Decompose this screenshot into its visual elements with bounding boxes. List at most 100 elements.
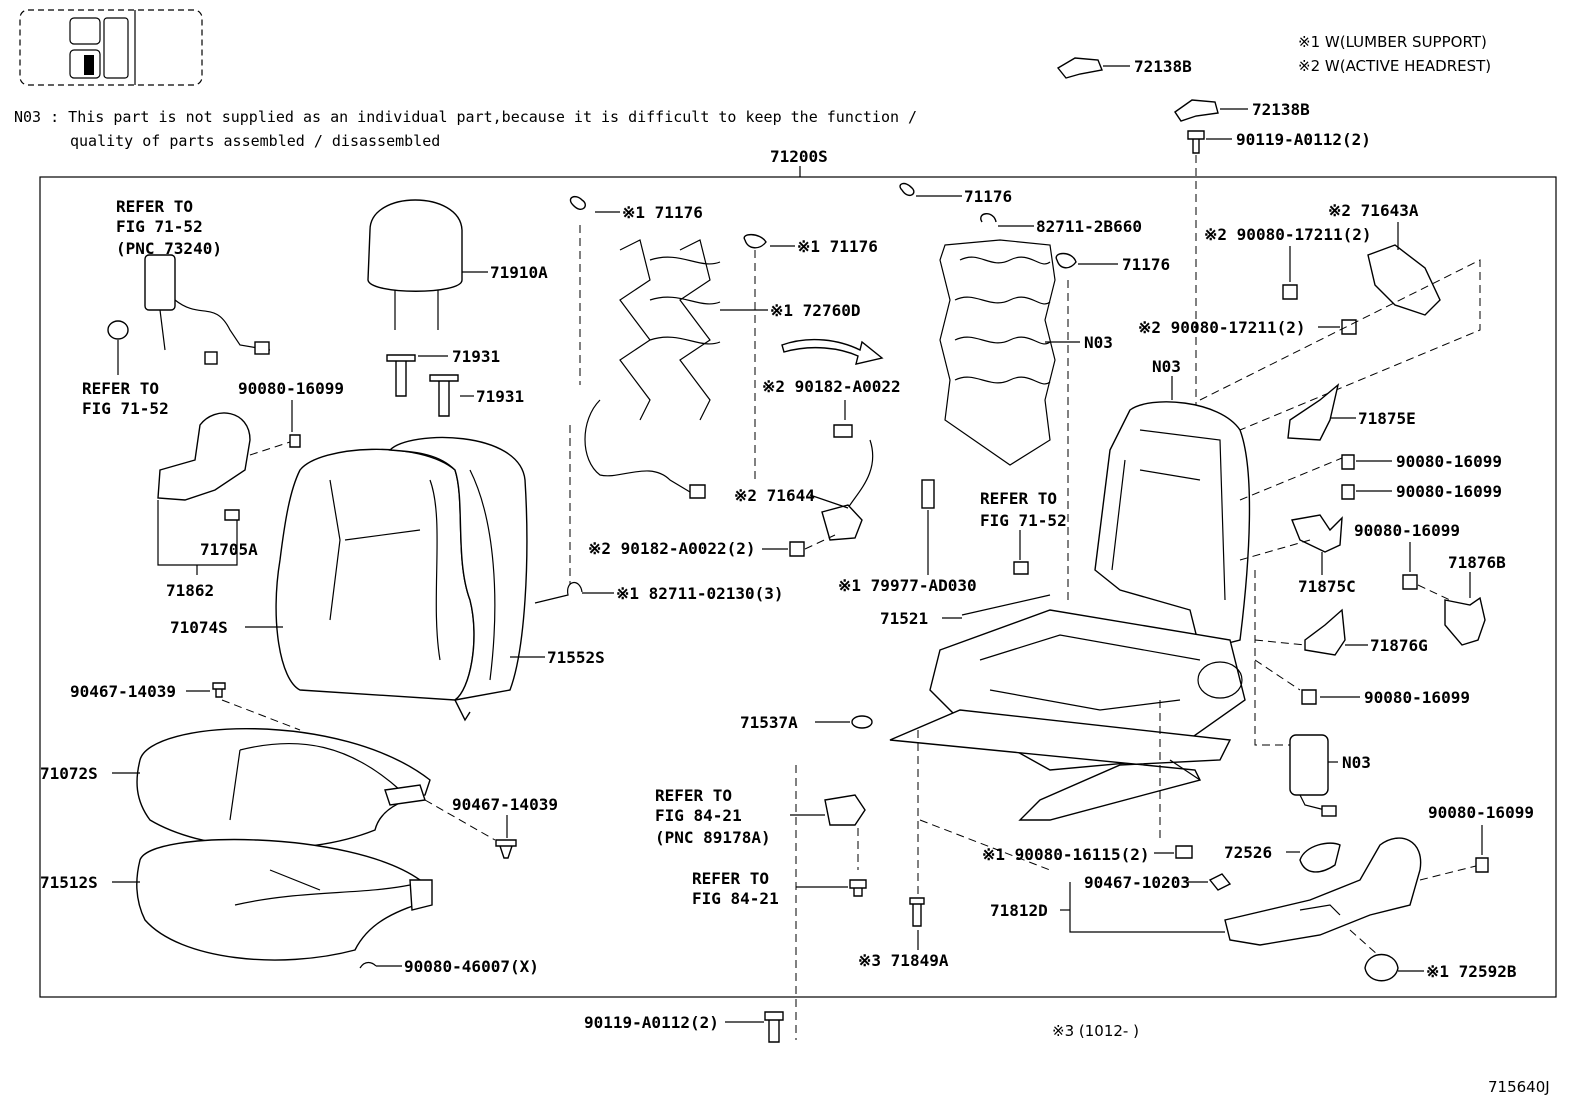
seat-cushion-icon bbox=[136, 727, 431, 849]
label-90182-A0022-b[interactable]: ※2 90182-A0022(2) bbox=[588, 539, 756, 558]
label-90080-16099-r1[interactable]: 90080-16099 bbox=[1396, 452, 1502, 471]
label-90467-14039-b[interactable]: 90467-14039 bbox=[452, 795, 558, 814]
label-71705A[interactable]: 71705A bbox=[200, 540, 258, 559]
label-90119-A0112-top[interactable]: 90119-A0112(2) bbox=[1236, 130, 1371, 149]
label-72526[interactable]: 72526 bbox=[1224, 843, 1272, 862]
label-90080-16099-r2[interactable]: 90080-16099 bbox=[1396, 482, 1502, 501]
label-N03-c[interactable]: N03 bbox=[1342, 753, 1371, 772]
label-tag-icon bbox=[921, 479, 935, 509]
connector-icon bbox=[1321, 805, 1337, 817]
n03-note-line2: quality of parts assembled / disassemble… bbox=[70, 132, 440, 150]
assembly-frame bbox=[39, 176, 1557, 998]
label-90080-16099-r5[interactable]: 90080-16099 bbox=[1428, 803, 1534, 822]
refer-fig-84-21-a-line1[interactable]: REFER TO bbox=[655, 786, 732, 805]
headrest-icon bbox=[367, 199, 463, 417]
refer-fig-71-52-a-line3[interactable]: (PNC 73240) bbox=[116, 239, 222, 258]
label-79977-AD030[interactable]: ※1 79977-AD030 bbox=[838, 576, 977, 595]
refer-fig-71-52-a-line2[interactable]: FIG 71-52 bbox=[116, 217, 203, 236]
label-90080-17211-a[interactable]: ※2 90080-17211(2) bbox=[1204, 225, 1372, 244]
label-71200S[interactable]: 71200S bbox=[770, 147, 828, 166]
label-71176-c[interactable]: 71176 bbox=[964, 187, 1012, 206]
refer-fig-84-21-a-line3[interactable]: (PNC 89178A) bbox=[655, 828, 771, 847]
legend-2: ※2 W(ACTIVE HEADREST) bbox=[1298, 57, 1491, 75]
label-90080-16099-r3[interactable]: 90080-16099 bbox=[1354, 521, 1460, 540]
label-71176-b[interactable]: ※1 71176 bbox=[797, 237, 878, 256]
refer-fig-84-21-b-line1[interactable]: REFER TO bbox=[692, 869, 769, 888]
label-71072S[interactable]: 71072S bbox=[40, 764, 98, 783]
label-90080-16099-left[interactable]: 90080-16099 bbox=[238, 379, 344, 398]
label-71862[interactable]: 71862 bbox=[166, 581, 214, 600]
footnote-3: ※3 (1012- ) bbox=[1052, 1022, 1139, 1040]
connector-icon bbox=[824, 794, 866, 826]
label-71176-d[interactable]: 71176 bbox=[1122, 255, 1170, 274]
grommet-icon bbox=[1013, 561, 1029, 575]
cover-icon bbox=[1444, 596, 1486, 646]
refer-fig-71-52-c-line2[interactable]: FIG 71-52 bbox=[980, 511, 1067, 530]
label-72592B[interactable]: ※1 72592B bbox=[1426, 962, 1517, 981]
label-82711-2B660[interactable]: 82711-2B660 bbox=[1036, 217, 1142, 236]
label-90119-A0112-bottom[interactable]: 90119-A0112(2) bbox=[584, 1013, 719, 1032]
label-71512S[interactable]: 71512S bbox=[40, 873, 98, 892]
refer-fig-71-52-a-line1[interactable]: REFER TO bbox=[116, 197, 193, 216]
label-71931-b[interactable]: 71931 bbox=[476, 387, 524, 406]
hog-ring-icon bbox=[534, 582, 583, 604]
label-71552S[interactable]: 71552S bbox=[547, 648, 605, 667]
nut-icon bbox=[789, 541, 805, 557]
label-72138B-b[interactable]: 72138B bbox=[1252, 100, 1310, 119]
refer-fig-84-21-b-line2[interactable]: FIG 84-21 bbox=[692, 889, 779, 908]
label-71521[interactable]: 71521 bbox=[880, 609, 928, 628]
label-71849A[interactable]: ※3 71849A bbox=[858, 951, 949, 970]
refer-fig-71-52-b-line2[interactable]: FIG 71-52 bbox=[82, 399, 169, 418]
cable-icon bbox=[834, 439, 874, 521]
recliner-cover-icon bbox=[157, 412, 301, 521]
bolt-icon bbox=[1341, 484, 1355, 500]
label-90080-16099-r4[interactable]: 90080-16099 bbox=[1364, 688, 1470, 707]
label-71812D[interactable]: 71812D bbox=[990, 901, 1048, 920]
label-N03-a[interactable]: N03 bbox=[1084, 333, 1113, 352]
label-71875E[interactable]: 71875E bbox=[1358, 409, 1416, 428]
label-90467-14039-a[interactable]: 90467-14039 bbox=[70, 682, 176, 701]
label-90080-46007[interactable]: 90080-46007(X) bbox=[404, 957, 539, 976]
nut-icon bbox=[1341, 319, 1357, 335]
label-71074S[interactable]: 71074S bbox=[170, 618, 228, 637]
label-71931-a[interactable]: 71931 bbox=[452, 347, 500, 366]
label-71537A[interactable]: 71537A bbox=[740, 713, 798, 732]
side-airbag-icon bbox=[1289, 734, 1329, 796]
label-71910A[interactable]: 71910A bbox=[490, 263, 548, 282]
label-71875C[interactable]: 71875C bbox=[1298, 577, 1356, 596]
nut-icon bbox=[1282, 284, 1298, 300]
label-72138B-a[interactable]: 72138B bbox=[1134, 57, 1192, 76]
bolt-icon bbox=[1301, 689, 1317, 705]
refer-fig-84-21-a-line2[interactable]: FIG 84-21 bbox=[655, 806, 742, 825]
label-71176-a[interactable]: ※1 71176 bbox=[622, 203, 703, 222]
bolt-icon bbox=[1402, 574, 1418, 590]
refer-fig-71-52-c-line1[interactable]: REFER TO bbox=[980, 489, 1057, 508]
label-82711-02130[interactable]: ※1 82711-02130(3) bbox=[616, 584, 784, 603]
bolt-icon bbox=[1187, 130, 1205, 154]
nut-icon bbox=[833, 424, 853, 438]
bolt-icon bbox=[849, 879, 867, 897]
label-71644[interactable]: ※2 71644 bbox=[734, 486, 815, 505]
label-71876B[interactable]: 71876B bbox=[1448, 553, 1506, 572]
legend-1: ※1 W(LUMBER SUPPORT) bbox=[1298, 33, 1487, 51]
clip-icon bbox=[212, 682, 226, 698]
label-90080-17211-b[interactable]: ※2 90080-17211(2) bbox=[1138, 318, 1306, 337]
label-N03-b[interactable]: N03 bbox=[1152, 357, 1181, 376]
hog-ring-icon bbox=[359, 961, 377, 969]
label-90080-16115[interactable]: ※1 90080-16115(2) bbox=[982, 845, 1150, 864]
label-90182-A0022-a[interactable]: ※2 90182-A0022 bbox=[762, 377, 901, 396]
refer-fig-71-52-b-line1[interactable]: REFER TO bbox=[82, 379, 159, 398]
seatback-cushion-icon bbox=[275, 436, 528, 722]
lumbar-support-icon bbox=[569, 195, 767, 499]
seatback-spring-icon bbox=[899, 182, 1077, 466]
actuator-bracket-icon bbox=[821, 504, 863, 541]
seatbelt-buckle-icon bbox=[107, 254, 271, 365]
hook-part-icon bbox=[1056, 57, 1219, 122]
label-90467-10203[interactable]: 90467-10203 bbox=[1084, 873, 1190, 892]
label-71876G[interactable]: 71876G bbox=[1370, 636, 1428, 655]
label-71643A[interactable]: ※2 71643A bbox=[1328, 201, 1419, 220]
label-72760D[interactable]: ※1 72760D bbox=[770, 301, 860, 320]
lever-knob-icon bbox=[1299, 842, 1341, 873]
